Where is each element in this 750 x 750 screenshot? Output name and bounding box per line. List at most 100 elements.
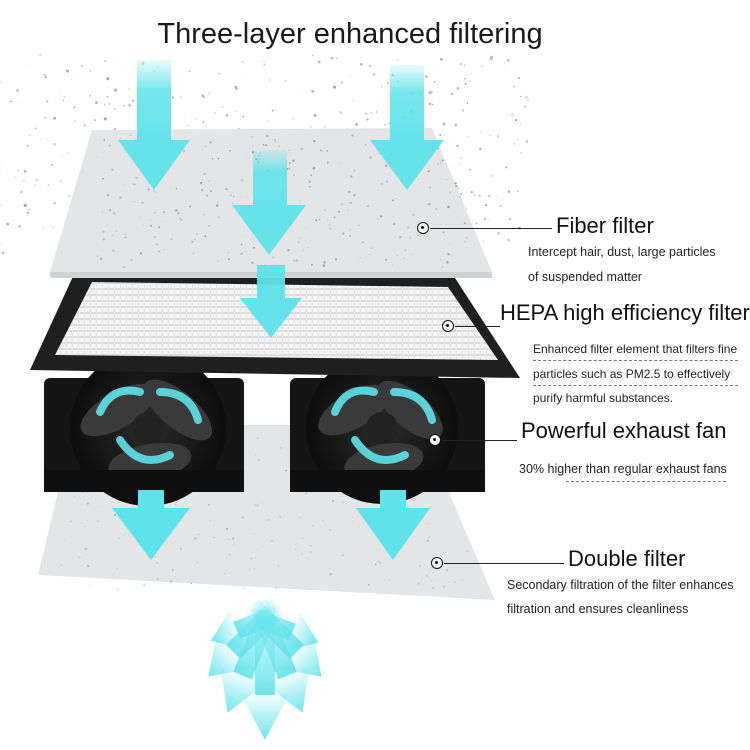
dust-speck <box>34 184 37 187</box>
dust-speck <box>297 241 300 243</box>
dust-speck <box>123 104 125 107</box>
dust-speck <box>427 536 430 539</box>
dust-speck <box>195 118 197 121</box>
dust-speck <box>233 543 235 545</box>
dust-speck <box>424 89 426 91</box>
dust-speck <box>43 73 46 76</box>
dust-speck <box>135 176 138 180</box>
dust-speck <box>340 202 344 206</box>
dust-speck <box>271 109 274 112</box>
dust-speck <box>83 124 86 127</box>
dust-speck <box>426 575 428 577</box>
fan-output-arrows <box>112 490 430 560</box>
dust-speck <box>34 127 37 130</box>
dust-speck <box>35 178 39 182</box>
dust-speck <box>412 213 415 217</box>
dust-speck <box>263 63 266 66</box>
dust-speck <box>375 111 378 113</box>
dust-speck <box>117 588 119 590</box>
dust-speck <box>253 568 256 570</box>
dust-speck <box>506 58 510 62</box>
dust-speck <box>52 226 54 229</box>
dust-speck <box>308 180 311 183</box>
dust-speck <box>441 159 444 162</box>
dust-speck <box>480 65 483 68</box>
dust-speck <box>258 459 260 461</box>
dust-speck <box>333 216 336 219</box>
dust-speck <box>427 523 430 525</box>
dust-speck <box>53 201 56 205</box>
dust-speck <box>174 503 177 505</box>
dust-speck <box>417 582 420 585</box>
dust-speck <box>40 137 42 139</box>
dust-speck <box>147 188 150 191</box>
exhaust-fan-desc-1: 30% higher than regular exhaust fans <box>519 462 727 476</box>
dust-speck <box>319 149 323 152</box>
dust-speck <box>489 57 493 61</box>
dust-speck <box>478 147 482 151</box>
dust-speck <box>60 564 63 566</box>
dust-speck <box>449 242 451 244</box>
dust-speck <box>231 202 234 204</box>
dust-speck <box>153 211 156 214</box>
dust-speck <box>490 55 494 59</box>
dust-speck <box>293 259 296 262</box>
dust-speck <box>516 190 519 193</box>
dust-speck <box>175 576 177 578</box>
dust-speck <box>466 102 469 105</box>
dust-speck <box>88 95 91 97</box>
dust-speck <box>425 75 428 78</box>
dust-speck <box>141 201 144 204</box>
dust-speck <box>284 79 287 82</box>
dust-speck <box>392 264 393 266</box>
exhaust-fan-leader-line <box>442 440 517 441</box>
dust-speck <box>59 89 62 91</box>
dust-speck <box>251 145 253 147</box>
dust-speck <box>60 141 62 143</box>
dust-speck <box>339 162 341 164</box>
dust-speck <box>455 185 458 188</box>
dust-speck <box>73 106 76 109</box>
dust-speck <box>106 193 110 197</box>
dust-speck <box>67 152 70 155</box>
dust-speck <box>18 224 22 228</box>
dust-speck <box>182 149 186 153</box>
dust-speck <box>42 226 44 229</box>
hepa-filter-marker-icon <box>442 320 454 332</box>
dust-speck <box>395 197 397 199</box>
dust-speck <box>377 569 379 571</box>
dust-speck <box>369 254 371 256</box>
dust-speck <box>370 247 373 249</box>
fan-desc-divider <box>566 481 726 482</box>
dust-speck <box>302 538 304 539</box>
dust-speck <box>397 59 399 62</box>
dust-speck <box>76 171 78 173</box>
dust-speck <box>7 169 9 171</box>
dust-speck <box>437 163 439 165</box>
dust-speck <box>264 263 267 266</box>
dust-speck <box>332 572 334 575</box>
dust-speck <box>201 120 205 124</box>
dust-speck <box>203 213 206 216</box>
dust-speck <box>115 230 118 232</box>
dust-speck <box>194 537 197 540</box>
dust-speck <box>78 556 81 559</box>
dust-speck <box>84 547 88 551</box>
dust-speck <box>128 104 131 107</box>
dust-speck <box>251 136 253 138</box>
dust-speck <box>386 180 388 183</box>
dust-speck <box>411 253 413 255</box>
dust-speck <box>310 174 313 177</box>
dust-speck <box>374 563 377 566</box>
dust-speck <box>156 562 158 564</box>
dust-speck <box>246 196 248 198</box>
dust-speck <box>53 116 57 120</box>
hepa-filter-desc-3: purify harmful substances. <box>533 391 674 405</box>
dust-speck <box>103 117 107 121</box>
dust-speck <box>352 99 354 102</box>
dust-speck <box>392 222 396 226</box>
dust-speck <box>342 232 345 235</box>
dust-speck <box>285 469 287 472</box>
dust-speck <box>26 214 28 217</box>
dust-speck <box>525 140 529 143</box>
